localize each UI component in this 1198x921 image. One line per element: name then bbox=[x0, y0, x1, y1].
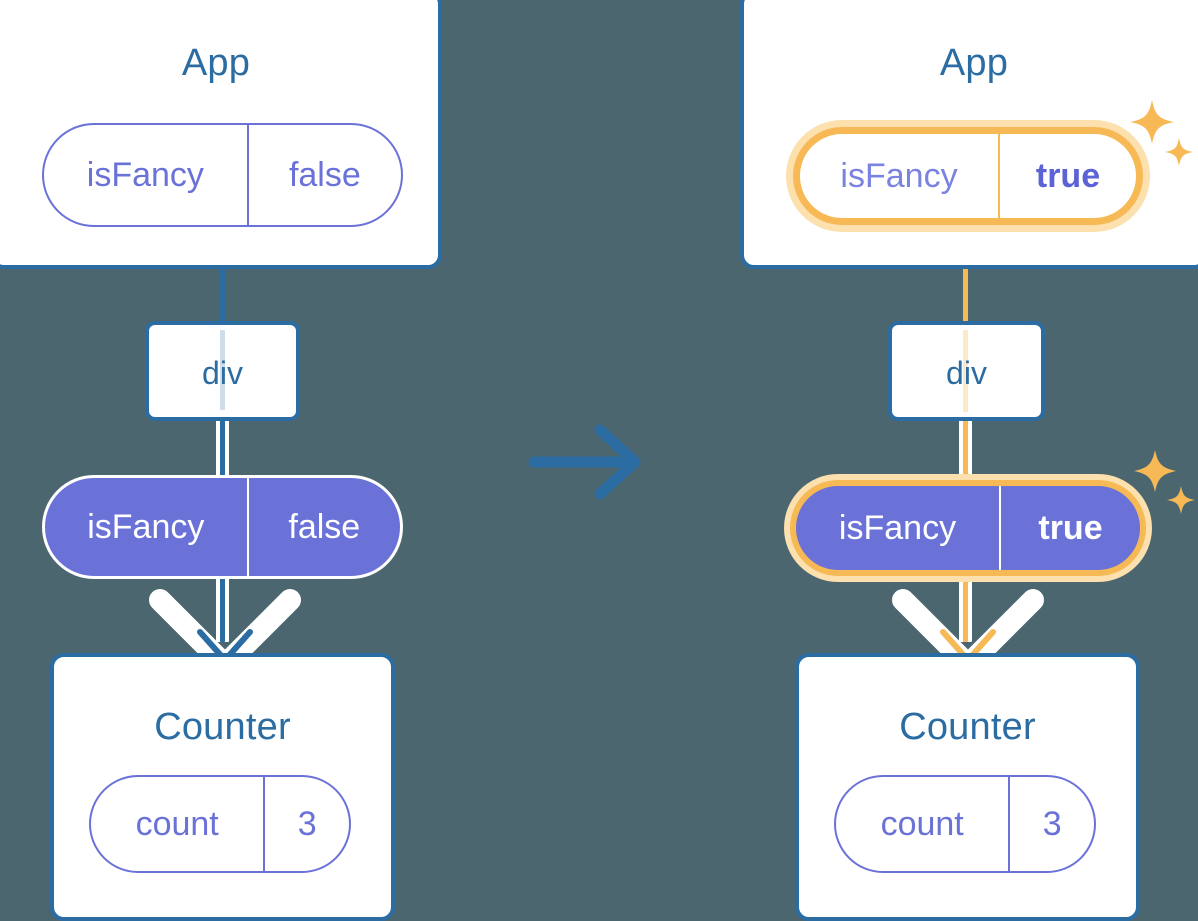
connector-div-to-pill-before bbox=[220, 415, 225, 485]
props-pill-name-after: isFancy bbox=[838, 508, 957, 547]
connector-div-to-pill-after bbox=[963, 415, 968, 487]
sparkle-small-icon bbox=[1167, 486, 1195, 514]
props-pill-before: isFancy false bbox=[42, 475, 403, 579]
counter-state-value-after: 3 bbox=[1008, 777, 1094, 871]
sparkle-large-icon bbox=[1134, 450, 1176, 492]
div-element-label-before: div bbox=[202, 355, 243, 391]
counter-title-before: Counter bbox=[154, 706, 291, 748]
app-title-before: App bbox=[181, 42, 251, 84]
app-state-value-after: true bbox=[998, 134, 1136, 218]
props-pill-after: isFancy true bbox=[790, 480, 1146, 576]
app-state-pill-after: isFancy true bbox=[793, 127, 1143, 225]
counter-state-value-before: 3 bbox=[263, 777, 349, 871]
props-pill-value-after: true bbox=[999, 486, 1140, 570]
app-state-value-before: false bbox=[246, 125, 401, 225]
app-state-name-before: isFancy bbox=[86, 155, 204, 194]
connector-through-div-after bbox=[963, 330, 968, 412]
app-state-pill-before: isFancy false bbox=[42, 123, 403, 227]
transition-arrow-right-icon bbox=[528, 424, 641, 500]
app-title-after: App bbox=[939, 42, 1009, 84]
app-state-name-after: isFancy bbox=[840, 156, 958, 195]
counter-state-name-before: count bbox=[135, 804, 219, 843]
connector-app-to-div-after bbox=[963, 222, 968, 348]
sparkle-large-icon bbox=[1130, 100, 1174, 144]
props-pill-name-before: isFancy bbox=[87, 507, 205, 546]
sparkle-group-app-after bbox=[1130, 100, 1193, 166]
sparkle-small-icon bbox=[1165, 138, 1193, 166]
counter-state-pill-before: count 3 bbox=[89, 775, 351, 873]
connector-pill-to-counter-before bbox=[220, 572, 225, 642]
connector-pill-to-counter-after bbox=[963, 570, 968, 642]
counter-title-after: Counter bbox=[899, 706, 1036, 748]
counter-state-name-after: count bbox=[880, 804, 964, 843]
connector-app-to-div-before bbox=[220, 215, 225, 345]
div-element-label-after: div bbox=[946, 355, 987, 391]
counter-state-pill-after: count 3 bbox=[834, 775, 1096, 873]
connector-through-div-before bbox=[220, 330, 225, 410]
sparkle-group-props-after bbox=[1134, 450, 1195, 514]
props-pill-value-before: false bbox=[246, 478, 400, 576]
